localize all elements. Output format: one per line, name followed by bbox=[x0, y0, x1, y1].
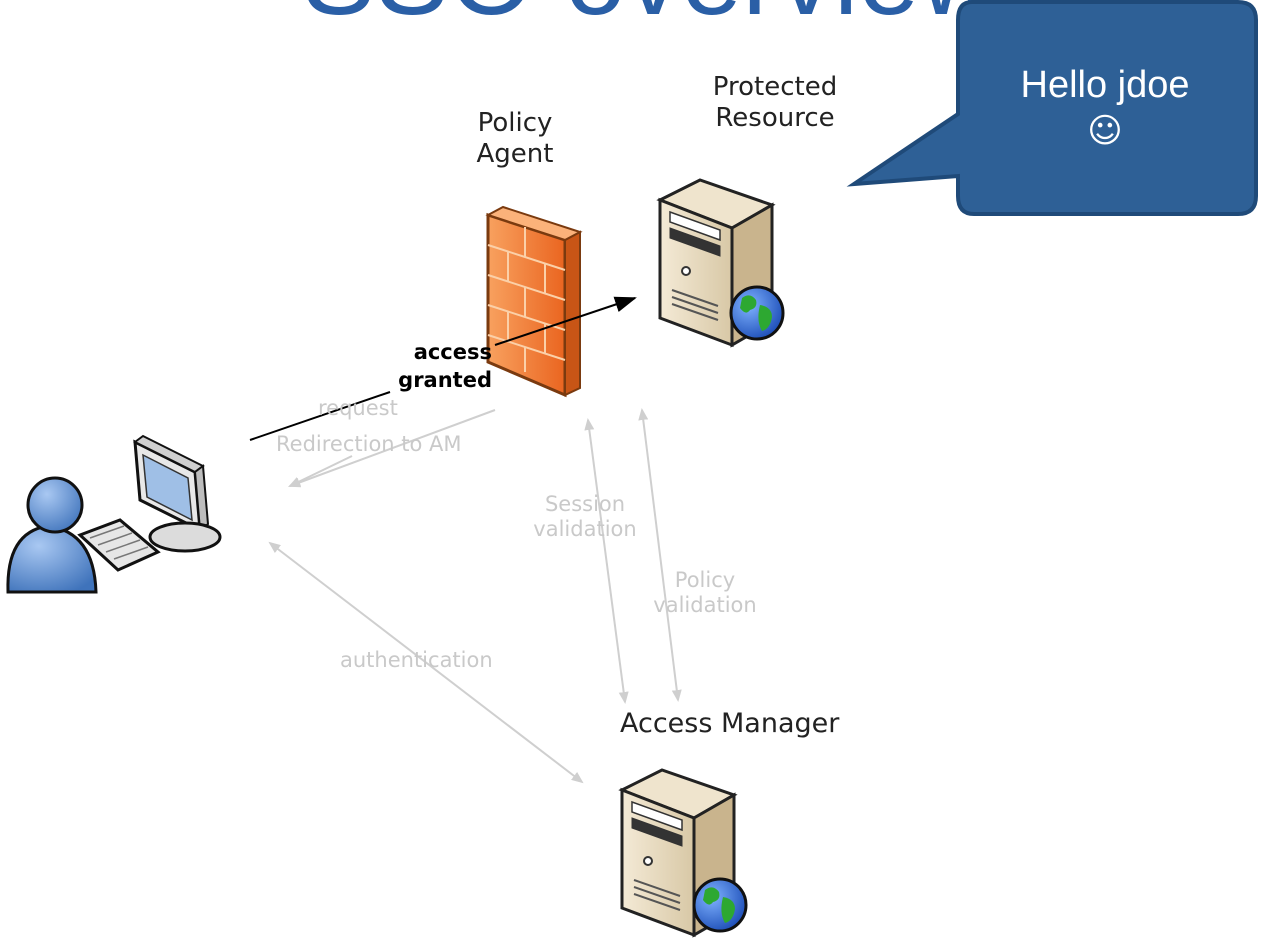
callout-text: Hello jdoe ☺ bbox=[955, 62, 1255, 152]
authentication-arrow bbox=[268, 541, 584, 784]
speech-callout bbox=[846, 0, 1258, 216]
user-person-icon bbox=[6, 476, 98, 594]
authentication-label: authentication bbox=[340, 648, 493, 672]
redirection-arrow bbox=[288, 409, 496, 488]
policy-validation-label: Policy validation bbox=[653, 568, 757, 618]
firewall-icon bbox=[485, 205, 583, 398]
slide-title: SSO overview bbox=[302, 0, 1262, 32]
access-granted-arrow bbox=[249, 296, 637, 441]
flow-arrows-dim bbox=[268, 408, 682, 784]
session-validation-label: Session validation bbox=[533, 492, 637, 542]
request-label: request bbox=[318, 396, 398, 420]
access-granted-label: access granted bbox=[398, 340, 492, 393]
callout-greeting: Hello jdoe bbox=[1020, 64, 1190, 106]
globe-icon bbox=[692, 877, 748, 933]
protected-resource-label: Protected Resource bbox=[685, 72, 865, 134]
policy-agent-label: Policy Agent bbox=[440, 108, 590, 170]
access-manager-label: Access Manager bbox=[620, 708, 840, 739]
redirection-label: Redirection to AM bbox=[276, 432, 462, 456]
protected-resource-label-text: Protected Resource bbox=[712, 72, 838, 134]
session-validation-arrow bbox=[584, 418, 629, 704]
policy-agent-label-text: Policy Agent bbox=[476, 108, 554, 170]
desktop-computer-icon bbox=[77, 434, 222, 572]
policy-validation-arrow bbox=[638, 408, 682, 702]
globe-icon bbox=[729, 285, 785, 341]
smiley-icon: ☺ bbox=[1087, 110, 1123, 151]
redirection-tail-arrow bbox=[288, 455, 353, 487]
